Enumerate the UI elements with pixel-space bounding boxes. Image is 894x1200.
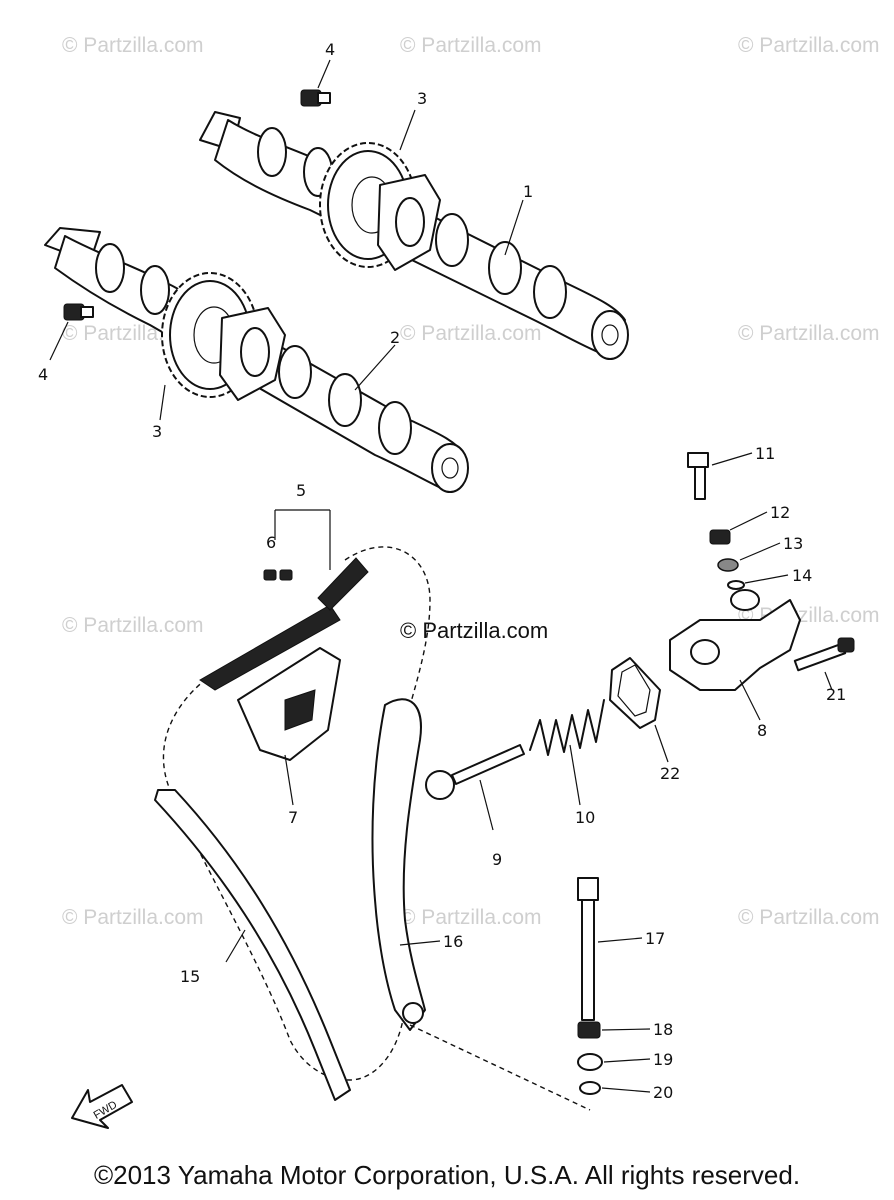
chain-guide-16 xyxy=(371,698,426,1031)
watermarks: © Partzilla.com © Partzilla.com © Partzi… xyxy=(62,34,880,929)
callout-19: 19 xyxy=(653,1050,673,1069)
washer-19 xyxy=(577,1053,603,1071)
callout-9: 9 xyxy=(492,850,502,869)
callout-4: 4 xyxy=(325,40,335,59)
watermark: © Partzilla.com xyxy=(62,614,204,637)
copyright-text: ©2013 Yamaha Motor Corporation, U.S.A. A… xyxy=(93,1160,801,1190)
watermark: © Partzilla.com xyxy=(62,906,204,929)
chain-joint-6 xyxy=(263,569,293,581)
callout-14: 14 xyxy=(792,566,812,585)
gasket-22 xyxy=(609,657,661,729)
bolt-4-lower xyxy=(63,303,94,321)
callout-11: 11 xyxy=(755,444,775,463)
callout-1: 1 xyxy=(523,182,533,201)
nut-18 xyxy=(577,1021,601,1039)
callouts: 1 2 3 3 4 4 5 6 7 8 9 10 11 12 13 14 15 … xyxy=(38,40,846,1102)
push-rod-9 xyxy=(425,744,525,800)
bolt-11 xyxy=(687,452,709,500)
washer-13 xyxy=(717,558,739,572)
tensioner-body-8 xyxy=(669,589,801,691)
shaft-17 xyxy=(577,877,599,1021)
fwd-arrow-icon: FWD xyxy=(71,1084,133,1129)
bolt-4-upper xyxy=(300,89,331,107)
callout-22: 22 xyxy=(660,764,680,783)
watermark: © Partzilla.com xyxy=(400,34,542,57)
callout-2: 2 xyxy=(390,328,400,347)
sprocket-3-upper xyxy=(319,142,441,271)
chain-guide-15 xyxy=(154,789,351,1101)
callout-10: 10 xyxy=(575,808,595,827)
watermark: © Partzilla.com xyxy=(400,906,542,929)
ring-20 xyxy=(579,1081,601,1095)
callout-21: 21 xyxy=(826,685,846,704)
leader-lines xyxy=(49,59,833,1111)
sprocket-3-lower xyxy=(161,272,286,401)
o-ring-14 xyxy=(727,580,745,590)
callout-3: 3 xyxy=(152,422,162,441)
callout-15: 15 xyxy=(180,967,200,986)
chain-guide-7 xyxy=(237,647,341,761)
bolt-21 xyxy=(793,637,855,672)
callout-4: 4 xyxy=(38,365,48,384)
callout-5: 5 xyxy=(296,481,306,500)
callout-18: 18 xyxy=(653,1020,673,1039)
callout-6: 6 xyxy=(266,533,276,552)
callout-17: 17 xyxy=(645,929,665,948)
callout-16: 16 xyxy=(443,932,463,951)
callout-20: 20 xyxy=(653,1083,673,1102)
watermark: © Partzilla.com xyxy=(400,322,542,345)
watermark: © Partzilla.com xyxy=(62,34,204,57)
callout-7: 7 xyxy=(288,808,298,827)
watermark: © Partzilla.com xyxy=(738,906,880,929)
watermark-center: © Partzilla.com xyxy=(400,618,548,643)
watermark: © Partzilla.com xyxy=(738,322,880,345)
callout-3: 3 xyxy=(417,89,427,108)
callout-8: 8 xyxy=(757,721,767,740)
callout-13: 13 xyxy=(783,534,803,553)
nut-12 xyxy=(709,529,731,545)
watermark: © Partzilla.com xyxy=(738,34,880,57)
callout-12: 12 xyxy=(770,503,790,522)
spring-10 xyxy=(529,699,605,756)
